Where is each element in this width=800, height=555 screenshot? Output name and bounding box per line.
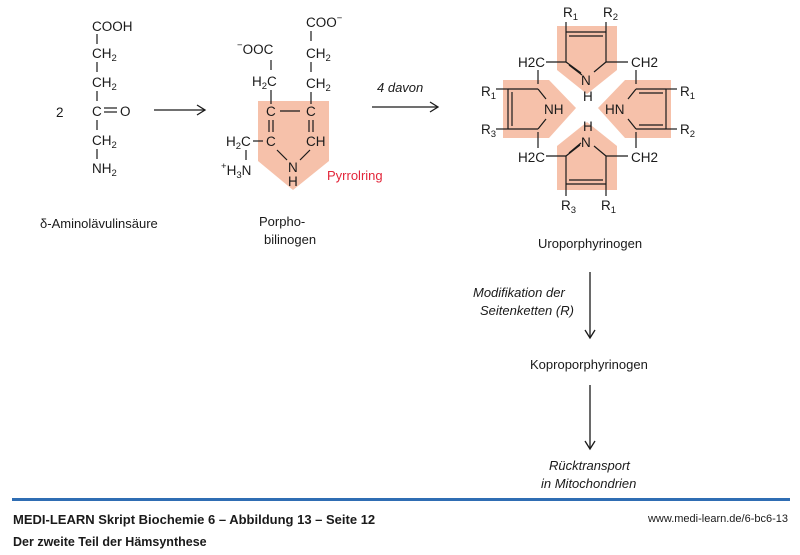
ala-ch2-2: CH2 [92, 75, 117, 93]
uro-ring-left-highlight [503, 80, 576, 138]
ala-cooh: COOH [92, 19, 133, 34]
transport-line2: in Mitochondrien [541, 476, 636, 491]
pbg-ch2-b: CH2 [306, 76, 331, 94]
uro-bridge-h2c-bottom: H2C [518, 150, 545, 165]
uro-bottom-r3: R3 [561, 198, 576, 216]
pbg-ring-c2: C [266, 134, 276, 149]
uro-ring-right-highlight [598, 80, 671, 138]
ala-name: δ-Aminolävulinsäure [40, 216, 158, 231]
pbg-ch2-a: CH2 [306, 46, 331, 64]
kopro-name: Koproporphyrinogen [530, 357, 648, 372]
uro-top-n: N [581, 73, 591, 88]
uro-top-r2: R2 [603, 5, 618, 23]
transport-line1: Rücktransport [549, 458, 631, 473]
uro-left-r3: R3 [481, 122, 496, 140]
pbg-ring-bond [299, 149, 311, 161]
uro-bridge-ch2-bottom: CH2 [631, 150, 658, 165]
pbg-ring-n: N [288, 160, 298, 175]
pbg-ring-c3: C [266, 104, 276, 119]
uro-bottom-n: N [581, 135, 591, 150]
ala-keto: C [92, 104, 102, 119]
uro-bridge-h2c-top: H2C [518, 55, 545, 70]
pbg-ring-ch: CH [306, 134, 326, 149]
uro-ring-top-highlight [557, 26, 617, 94]
uro-bottom-r1: R1 [601, 198, 616, 216]
ala-structure: 2 COOH CH2 CH2 C O CH2 NH2 δ-Aminolävuli… [40, 19, 158, 231]
pyrrole-ring-label: Pyrrolring [327, 168, 383, 183]
step-label-modification-2: Seitenketten (R) [480, 303, 574, 318]
pbg-h2c-amine: H2C [226, 134, 251, 152]
uro-bottom-h: H [583, 119, 593, 134]
pbg-ring-nh-h: H [288, 174, 298, 189]
ala-oxygen: O [120, 104, 131, 119]
pbg-ring-c4: C [306, 104, 316, 119]
pbg-coo-minus: COO− [306, 13, 343, 30]
uro-top-h: H [583, 89, 593, 104]
pyrrole-ring-highlight [258, 101, 329, 190]
uro-right-r2: R2 [680, 122, 695, 140]
pbg-name-line2: bilinogen [264, 232, 316, 247]
uro-name: Uroporphyrinogen [538, 236, 642, 251]
ala-nh2: NH2 [92, 161, 117, 179]
pbg-h2c: H2C [252, 74, 277, 92]
footer-divider [12, 498, 790, 501]
uro-left-r1: R1 [481, 84, 496, 102]
arrow-uro-to-kopro: Modifikation der Seitenketten (R) [473, 272, 596, 340]
uro-ring-bottom-highlight [557, 122, 617, 190]
uro-right-r1: R1 [680, 84, 695, 102]
pbg-ooc-minus: −OOC [237, 40, 274, 57]
ala-coefficient: 2 [56, 105, 64, 120]
arrow-kopro-to-transport [584, 385, 596, 451]
step-label-4-davon: 4 davon [377, 80, 423, 95]
uro-bridge-ch2-top: CH2 [631, 55, 658, 70]
pbg-name-line1: Porpho- [259, 214, 305, 229]
footer-subtitle: Der zweite Teil der Hämsynthese [13, 535, 207, 549]
step-label-modification-1: Modifikation der [473, 285, 565, 300]
arrow-ala-to-pbg [154, 104, 207, 116]
ala-ch2-3: CH2 [92, 133, 117, 151]
footer-url-link[interactable]: www.medi-learn.de/6-bc6-13 [647, 513, 788, 525]
uro-right-hn: HN [605, 102, 625, 117]
arrow-pbg-to-uro: 4 davon [372, 80, 440, 113]
pbg-ring-bond [276, 149, 288, 161]
footer-title: MEDI-LEARN Skript Biochemie 6 – Abbildun… [13, 512, 376, 527]
pbg-nh3-plus: +H3N [221, 161, 251, 181]
ala-ch2-1: CH2 [92, 46, 117, 64]
uro-left-nh: NH [544, 102, 564, 117]
uro-top-r1: R1 [563, 5, 578, 23]
pbg-structure: COO− CH2 CH2 −OOC H2C C C C CH N H H2C +… [221, 13, 383, 247]
uro-structure: R1 R2 N H H2C CH2 H2C CH2 R1 R3 N [481, 5, 695, 251]
